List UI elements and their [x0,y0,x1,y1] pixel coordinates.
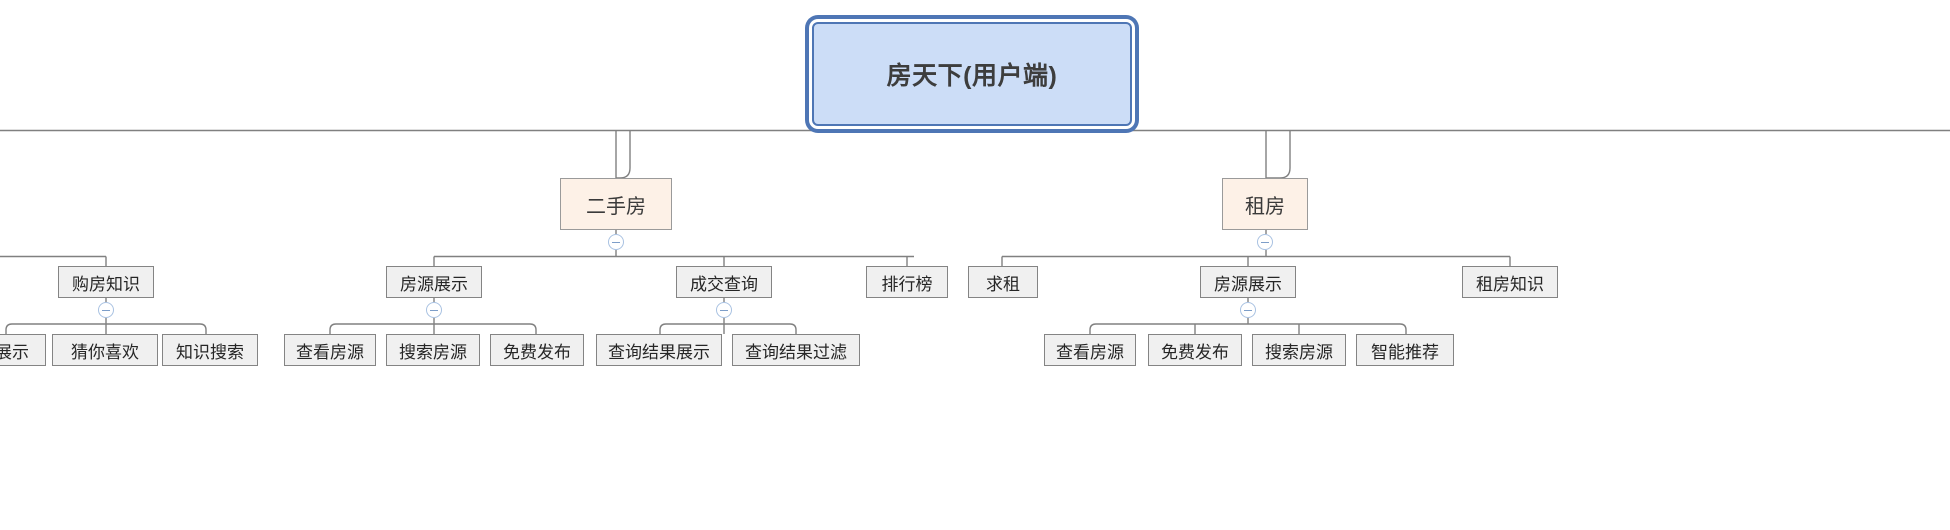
sub-node-paihangbang[interactable]: 排行榜 [866,266,948,298]
collapse-toggle-fangyuan-zhanshi-1[interactable] [426,302,442,318]
sub-node-zufang-zhishi[interactable]: 租房知识 [1462,266,1558,298]
branch-node-zufang[interactable]: 租房 [1222,178,1308,230]
leaf-node-zhineng-tuijian[interactable]: 智能推荐 [1356,334,1454,366]
leaf-node-sousuo-fangyuan-1[interactable]: 搜索房源 [386,334,480,366]
sub-node-chengjiao-chaxun[interactable]: 成交查询 [676,266,772,298]
sub-node-fangyuan-zhanshi-2[interactable]: 房源展示 [1200,266,1296,298]
leaf-node-chaxun-jieguo-guolv[interactable]: 查询结果过滤 [732,334,860,366]
collapse-toggle-chengjiao-chaxun[interactable] [716,302,732,318]
leaf-node-mianfei-fabu-2[interactable]: 免费发布 [1148,334,1242,366]
sub-node-fangyuan-zhanshi-1[interactable]: 房源展示 [386,266,482,298]
sub-node-qiuzu[interactable]: 求租 [968,266,1038,298]
collapse-toggle-fangyuan-zhanshi-2[interactable] [1240,302,1256,318]
collapse-toggle-zufang[interactable] [1257,234,1273,250]
leaf-node-sousuo-fangyuan-2[interactable]: 搜索房源 [1252,334,1346,366]
leaf-node-chaxun-jieguo-zhanshi[interactable]: 查询结果展示 [596,334,722,366]
leaf-node-cainixihuan[interactable]: 猜你喜欢 [52,334,158,366]
leaf-node-zhishi-sousuo[interactable]: 知识搜索 [162,334,258,366]
leaf-node-zhanshi[interactable]: 展示 [0,334,46,366]
leaf-node-chakan-fangyuan-2[interactable]: 查看房源 [1044,334,1136,366]
collapse-toggle-ershoufang[interactable] [608,234,624,250]
collapse-toggle-gou-fang-zhishi[interactable] [98,302,114,318]
branch-node-ershoufang[interactable]: 二手房 [560,178,672,230]
leaf-node-mianfei-fabu-1[interactable]: 免费发布 [490,334,584,366]
sub-node-gou-fang-zhishi[interactable]: 购房知识 [58,266,154,298]
leaf-node-chakan-fangyuan-1[interactable]: 查看房源 [284,334,376,366]
root-node[interactable]: 房天下(用户端) [812,22,1132,126]
